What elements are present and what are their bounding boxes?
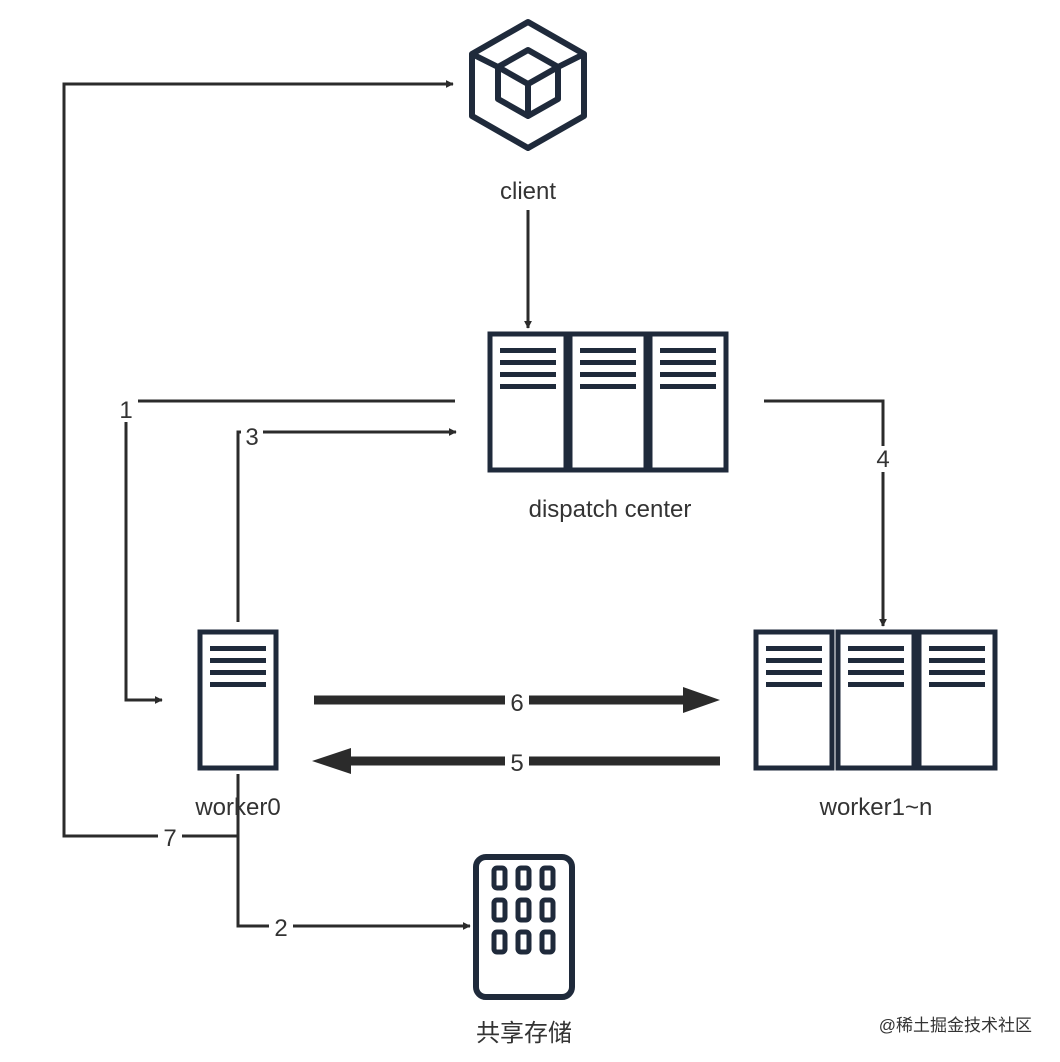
storage-building-icon: [473, 854, 575, 1000]
edge-label-5: 5: [510, 750, 523, 777]
edge-5-arrowhead: [312, 748, 351, 774]
edge-7-worker0-to-client: [62, 80, 454, 838]
node-label-client: client: [500, 178, 556, 205]
node-label-worker0: worker0: [194, 794, 280, 821]
edge-label-2: 2: [274, 915, 287, 942]
server-rack-icon: [490, 334, 726, 470]
edge-1-dispatch-to-worker0: [124, 399, 455, 704]
edge-label-3: 3: [245, 424, 258, 451]
edge-3-worker0-to-dispatch: [236, 428, 457, 622]
edge-6-arrowhead: [683, 687, 720, 713]
edge-label-6: 6: [510, 690, 523, 717]
node-worker0: worker0: [194, 632, 281, 821]
watermark-text: @稀土掘金技术社区: [879, 1016, 1032, 1035]
node-label-shared-storage: 共享存储: [476, 1020, 572, 1047]
node-label-dispatch-center: dispatch center: [529, 496, 692, 523]
server-icon: [200, 632, 276, 768]
server-rack-icon: [756, 632, 995, 768]
node-shared-storage: 共享存储: [473, 854, 575, 1047]
edge-label-4: 4: [876, 446, 889, 473]
node-label-workers: worker1~n: [819, 794, 933, 821]
node-workers: worker1~n: [756, 632, 995, 821]
edge-4-dispatch-to-workers: [764, 399, 887, 627]
edge-2-worker0-to-storage: [236, 774, 471, 930]
node-dispatch-center: dispatch center: [490, 334, 726, 523]
edge-label-7: 7: [163, 825, 176, 852]
node-client: client: [469, 19, 587, 205]
cube-icon: [469, 19, 587, 151]
edge-label-1: 1: [119, 397, 132, 424]
